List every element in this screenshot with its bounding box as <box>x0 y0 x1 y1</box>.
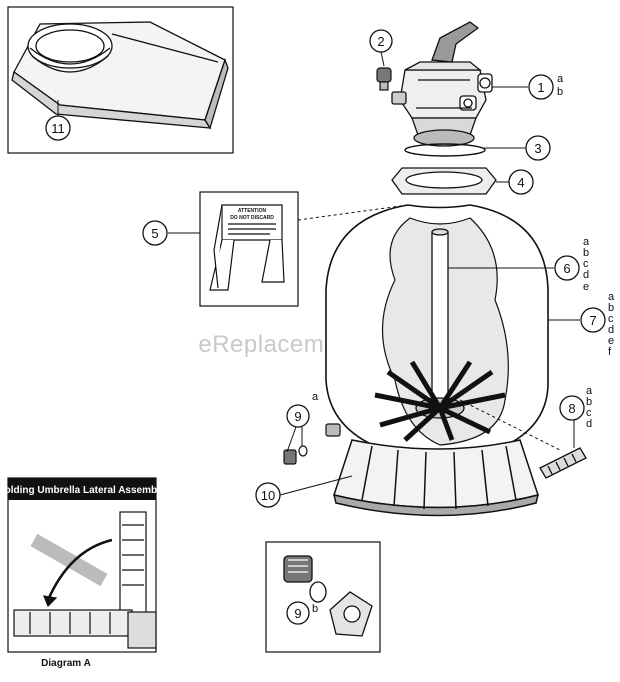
callout-9a-suffix: a <box>312 391 319 403</box>
callout-7-suffix-f: f <box>608 346 612 358</box>
callout-8-suffix-d: d <box>586 418 592 430</box>
standpipe-drawing <box>431 228 449 403</box>
callout-5: 5 <box>142 220 168 246</box>
callout-6-suffix-d: d <box>583 269 589 281</box>
lid-part-drawing <box>11 21 229 130</box>
warning-sign-drawing <box>209 204 285 291</box>
callout-6-suffix-e: e <box>583 281 589 293</box>
callout-10-number: 10 <box>261 488 275 503</box>
callout-1: 1 a b <box>528 73 564 100</box>
filter-base-drawing <box>332 439 540 517</box>
drain-cap-inset-box <box>265 541 381 653</box>
callout-7-suffix-e: e <box>608 335 614 347</box>
callout-4-number: 4 <box>517 175 524 190</box>
laterals-drawing <box>374 360 506 442</box>
callout-9a: 9 a <box>286 391 319 428</box>
callout-2: 2 <box>369 29 393 53</box>
callout-10: 10 <box>255 482 281 508</box>
callout-4: 4 <box>508 169 534 195</box>
drain-cap-drawing <box>283 555 373 637</box>
diagram-a-drawing <box>13 511 157 649</box>
callout-9b-suffix: b <box>312 603 318 615</box>
callout-7-suffix-a: a <box>608 291 615 303</box>
callout-8-suffix-a: a <box>586 385 593 397</box>
callout-11-number: 11 <box>51 121 65 136</box>
callout-9b: 9 b <box>286 601 318 625</box>
callout-1-suffix-a: a <box>557 73 564 85</box>
callout-1-number: 1 <box>537 80 544 95</box>
pressure-gauge-drawing <box>376 67 392 91</box>
warning-sign-line2: DO NOT DISCARD <box>230 215 274 221</box>
callout-6-suffix-b: b <box>583 247 589 259</box>
callout-7-number: 7 <box>589 313 596 328</box>
lateral-tube-drawing <box>539 447 587 479</box>
callout-5-number: 5 <box>151 226 158 241</box>
callout-6-suffix-a: a <box>583 236 590 248</box>
callout-7: 7 a b c d e f <box>580 291 615 358</box>
clamp-collar-drawing <box>391 167 497 195</box>
callout-3-number: 3 <box>534 141 541 156</box>
multiport-valve-drawing <box>391 21 493 147</box>
callout-6-suffix-c: c <box>583 258 589 270</box>
callout-7-suffix-d: d <box>608 324 614 336</box>
diagram-a-caption: Diagram A <box>41 658 91 669</box>
callout-2-number: 2 <box>377 34 384 49</box>
callout-8-suffix-b: b <box>586 396 592 408</box>
callout-8-number: 8 <box>568 401 575 416</box>
callout-1-suffix-b: b <box>557 86 563 98</box>
warning-sign-line1: ATTENTION <box>238 208 267 214</box>
leader-lines <box>57 51 580 496</box>
callout-8: 8 a b c d <box>559 385 593 430</box>
drain-plug-drawing <box>283 423 341 465</box>
diagram-a-title: Folding Umbrella Lateral Assembly <box>0 485 166 496</box>
callout-11: 11 <box>45 115 71 141</box>
callout-7-suffix-b: b <box>608 302 614 314</box>
diagram-a-title-bar <box>8 478 156 500</box>
callout-8-suffix-c: c <box>586 407 592 419</box>
callout-9a-number: 9 <box>294 409 301 424</box>
callout-7-suffix-c: c <box>608 313 614 325</box>
callout-6-number: 6 <box>563 261 570 276</box>
o-ring-drawing <box>404 143 486 157</box>
callout-9b-number: 9 <box>294 606 301 621</box>
callout-3: 3 <box>525 135 551 161</box>
callout-6: 6 a b c d e <box>554 236 590 293</box>
